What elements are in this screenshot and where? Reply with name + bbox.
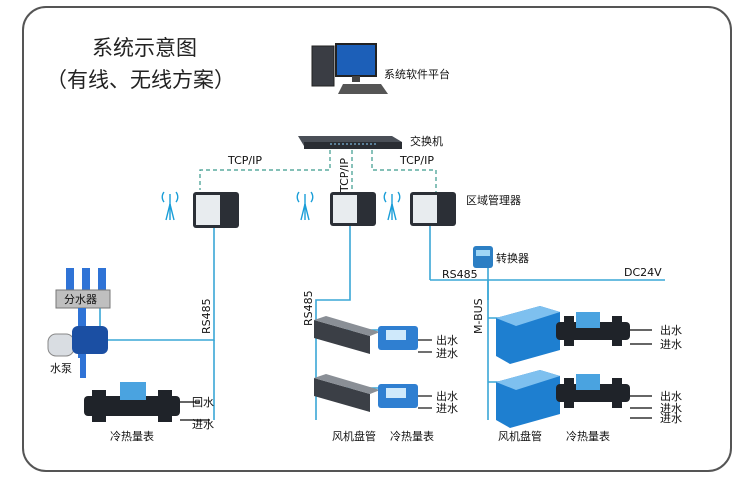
tcpip-links (199, 150, 437, 192)
inlet-1-label: 进水 (436, 347, 458, 360)
zone-manager-left (193, 192, 239, 228)
outlet-3-label: 出水 (660, 323, 682, 337)
inlet-2-label: 进水 (436, 402, 458, 415)
outlet-2-label: 出水 (436, 389, 458, 403)
tcpip-center-label: TCP/IP (338, 158, 351, 193)
tcpip-left-label: TCP/IP (227, 154, 262, 167)
zone-manager-center (330, 192, 376, 226)
inlet-4a-label: 进水 (660, 402, 682, 415)
pump-label: 水泵 (50, 362, 72, 375)
ahu-label: 风机盘管 (498, 429, 542, 443)
left-return-lines (180, 401, 210, 421)
heat-meter-right-2 (556, 374, 630, 408)
converter-icon (473, 246, 493, 268)
zone-manager-right (410, 192, 456, 226)
meter-left-label: 冷热量表 (110, 429, 154, 443)
heat-meter-left (84, 382, 180, 422)
rs485-left-label: RS485 (200, 298, 213, 334)
network-switch-icon (298, 136, 402, 149)
outlet-1-label: 出水 (436, 333, 458, 347)
mbus-label: M-BUS (472, 298, 485, 334)
dc24v-label: DC24V (624, 266, 662, 279)
inlet-water-left-label: 进水 (192, 418, 214, 431)
air-handler-2 (496, 370, 560, 428)
center-pipes (418, 339, 432, 409)
meter-right-label: 冷热量表 (566, 429, 610, 443)
tcpip-right-label: TCP/IP (399, 154, 434, 167)
pump-icon (47, 326, 108, 378)
diagram-subtitle: （有线、无线方案） (46, 68, 235, 92)
fan-coil-label: 风机盘管 (332, 429, 376, 443)
manifold-label: 分水器 (64, 293, 97, 306)
fan-coil-unit-2 (314, 374, 380, 412)
heat-meter-center-1 (378, 326, 418, 350)
right-pipes (630, 329, 652, 419)
computer-icon (311, 43, 388, 94)
fan-coil-unit-1 (314, 316, 380, 354)
wireless-antenna-icons (161, 191, 401, 221)
meter-center-label: 冷热量表 (390, 429, 434, 443)
inlet-3-label: 进水 (660, 338, 682, 351)
return-water-label: 回水 (192, 396, 214, 409)
rs485-converter-label: RS485 (442, 268, 478, 281)
rs485-center-label: RS485 (302, 290, 315, 326)
converter-label: 转换器 (496, 251, 529, 265)
heat-meter-center-2 (378, 384, 418, 408)
software-platform-label: 系统软件平台 (384, 67, 450, 81)
zone-manager-label: 区域管理器 (466, 193, 521, 207)
air-handler-1 (496, 306, 560, 364)
inlet-4b-label: 进水 (660, 412, 682, 425)
heat-meter-right-1 (556, 312, 630, 346)
diagram-title: 系统示意图 (92, 36, 197, 60)
switch-label: 交换机 (410, 134, 443, 148)
outlet-4-label: 出水 (660, 389, 682, 403)
